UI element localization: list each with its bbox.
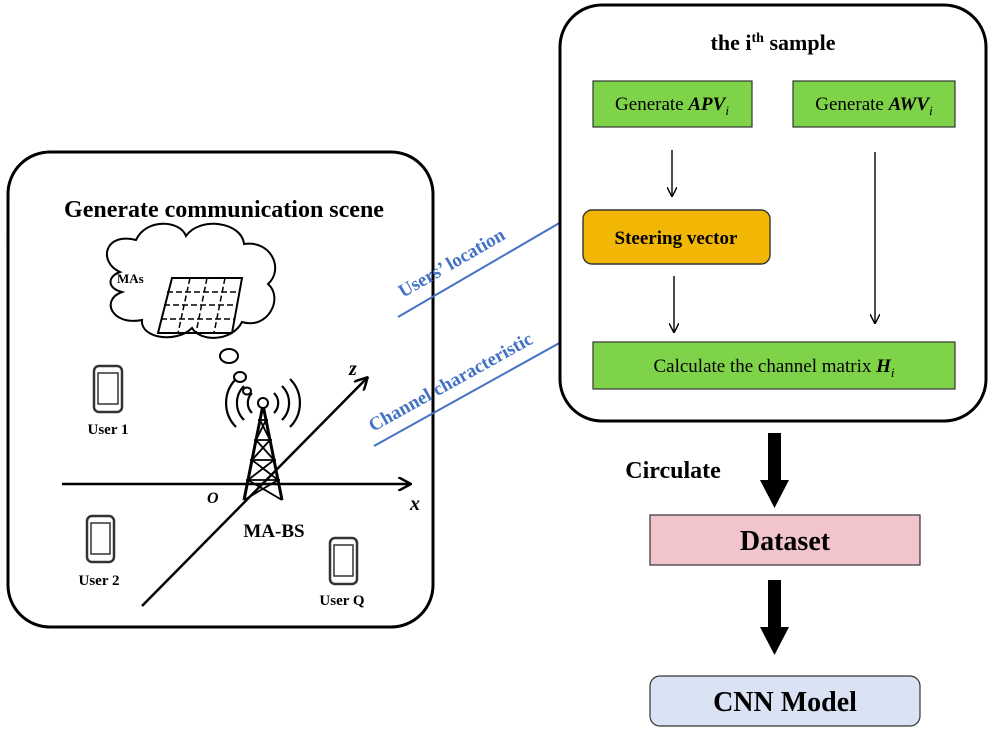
communication-scene-panel: Generate communication scene MAs z x O bbox=[6, 150, 435, 629]
steering-vector-label: Steering vector bbox=[615, 228, 738, 249]
cnn-model-label: CNN Model bbox=[713, 687, 857, 718]
user-2-label: User 2 bbox=[79, 573, 120, 589]
base-station-label: MA-BS bbox=[243, 521, 304, 542]
axis-x-label: x bbox=[409, 493, 420, 515]
user-1-label: User 1 bbox=[88, 422, 129, 438]
channel-matrix-label: Calculate the channel matrix Hi bbox=[653, 356, 894, 380]
axis-z-label: z bbox=[348, 358, 357, 380]
sample-title: the ith sample bbox=[711, 30, 836, 55]
dataset-to-cnn-arrow bbox=[760, 580, 789, 655]
signal-waves-icon bbox=[225, 378, 301, 428]
cnn-model-box bbox=[649, 675, 921, 727]
generate-awv-box bbox=[792, 80, 956, 128]
origin-label: O bbox=[207, 490, 219, 507]
dataset-box bbox=[649, 514, 921, 566]
phone-icon bbox=[85, 514, 116, 564]
phone-icon bbox=[92, 364, 124, 414]
generate-apv-box bbox=[592, 80, 753, 128]
scene-title: Generate communication scene bbox=[64, 197, 384, 223]
sample-panel: the ith sample Generate APVi Generate AW… bbox=[558, 3, 988, 423]
cloud-label: MAs bbox=[117, 271, 144, 286]
channel-matrix-box bbox=[592, 341, 956, 390]
circulate-arrow bbox=[760, 433, 789, 508]
phone-icon bbox=[328, 536, 359, 586]
cloud-icon bbox=[105, 222, 277, 396]
generate-awv-label: Generate AWVi bbox=[815, 94, 933, 118]
coordinate-axes bbox=[62, 378, 410, 607]
dataset-label: Dataset bbox=[740, 526, 831, 557]
steering-vector-box bbox=[582, 209, 771, 265]
generate-apv-label: Generate APVi bbox=[615, 94, 729, 118]
base-station-tower-icon bbox=[242, 397, 284, 501]
circulate-label: Circulate bbox=[625, 458, 721, 484]
user-q-label: User Q bbox=[319, 593, 364, 609]
antenna-array-icon bbox=[156, 277, 244, 334]
